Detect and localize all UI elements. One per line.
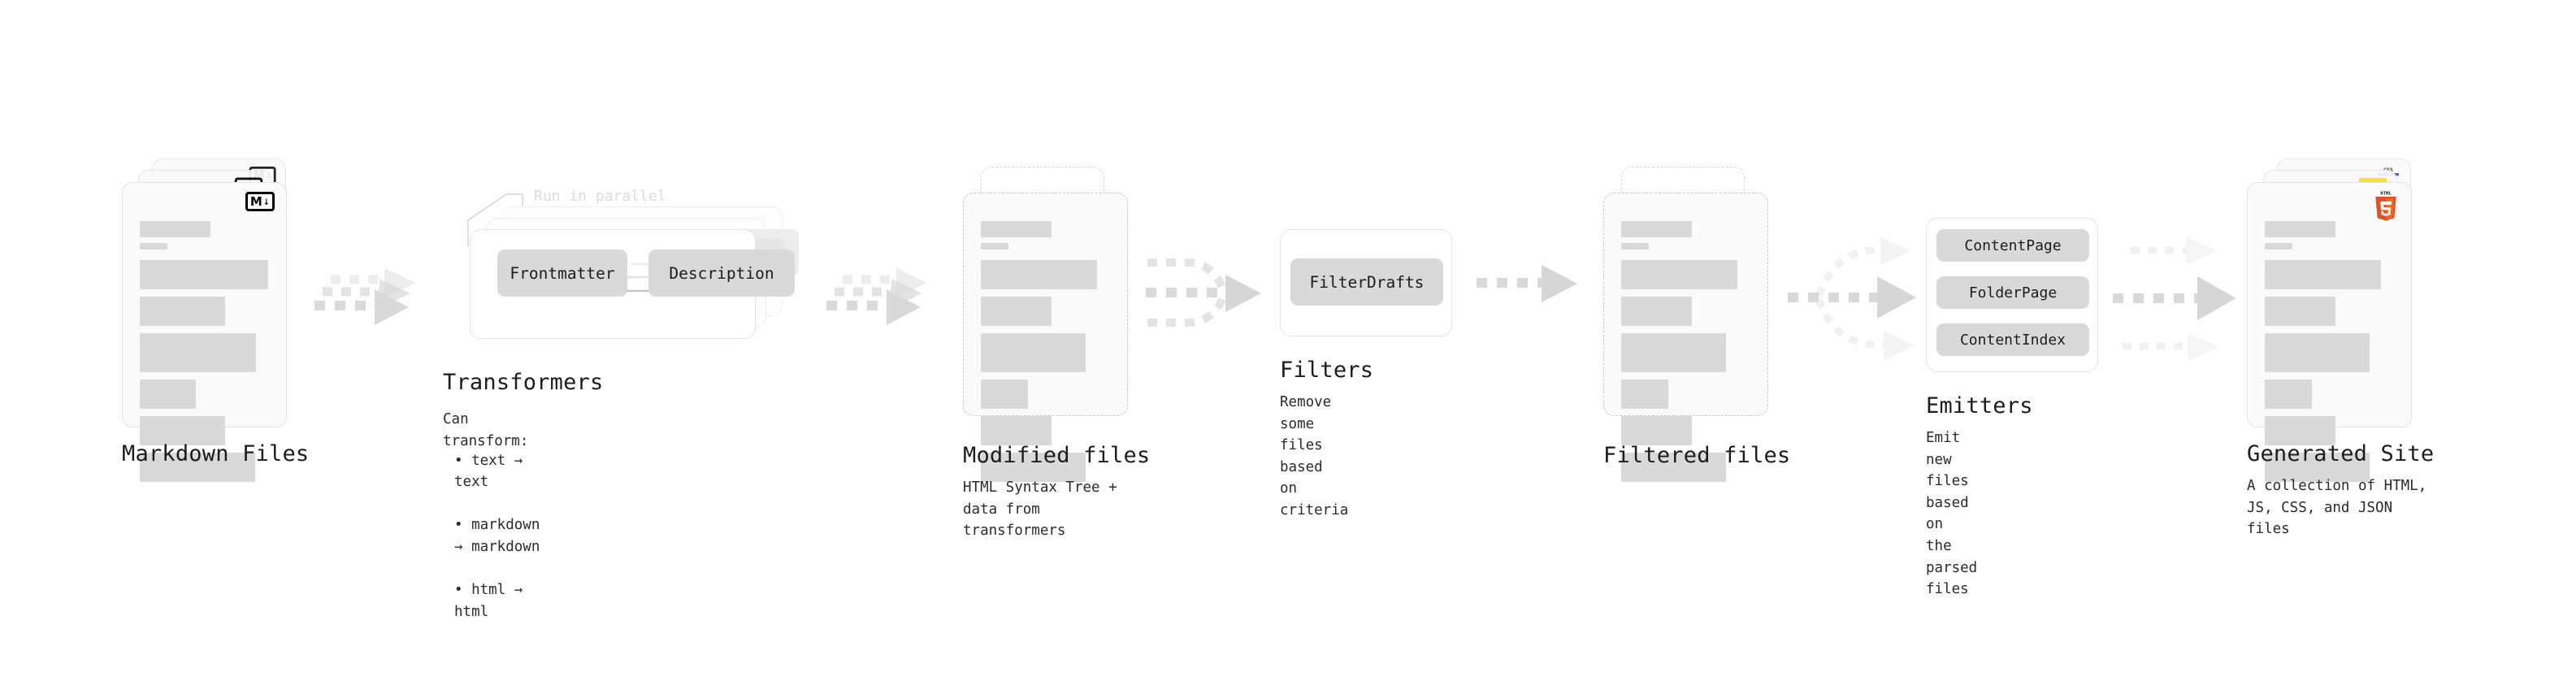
emitters-subtitle: Emit new files based on the parsed files bbox=[1926, 430, 1978, 598]
filters-subtitle: Remove some files based on criteria bbox=[1280, 394, 1349, 518]
markdown-card-front: M ↓ bbox=[122, 182, 287, 482]
stage-label-generated-site: Generated Site bbox=[2247, 441, 2435, 466]
pill-filterdrafts[interactable]: FilterDrafts bbox=[1290, 258, 1443, 306]
stage-modified-files: Modified files HTML Syntax Tree + data f… bbox=[963, 167, 1150, 539]
pill-contentindex[interactable]: ContentIndex bbox=[1936, 323, 2089, 356]
modified-files-subtitle: HTML Syntax Tree + data from transformer… bbox=[963, 479, 1117, 540]
stage-markdown-files: M ↓ M ↓ M ↓ bbox=[122, 158, 309, 482]
bullet-text: text → text bbox=[454, 452, 523, 491]
dashed-arrow-parallel bbox=[2113, 236, 2236, 362]
stage-filtered-files: Filtered files bbox=[1603, 167, 1790, 482]
bullet-dot: • bbox=[454, 582, 472, 599]
modified-file-stack bbox=[963, 167, 1134, 482]
generated-site-subtitle: A collection of HTML, JS, CSS, and JSON … bbox=[2247, 478, 2427, 538]
pill-folderpage[interactable]: FolderPage bbox=[1936, 276, 2089, 309]
markdown-content-placeholder bbox=[140, 221, 271, 489]
connector-filtered-to-emitters bbox=[1788, 237, 1916, 360]
filtered-content-placeholder bbox=[1621, 221, 1752, 489]
markdown-file-stack: M ↓ M ↓ M ↓ bbox=[122, 158, 301, 482]
bullet-text: markdown → markdown bbox=[454, 517, 540, 555]
transformers-bullet-0: • text → text bbox=[454, 428, 540, 493]
markdown-icon-arrow: ↓ bbox=[262, 195, 271, 208]
connector-filters-to-filtered bbox=[1477, 265, 1577, 302]
stage-generated-site: CSS HTML bbox=[2247, 158, 2434, 537]
generated-card-html: HTML bbox=[2247, 182, 2412, 482]
connector-transformers-to-modified bbox=[826, 268, 927, 325]
dashed-arrow-stack bbox=[826, 268, 927, 325]
html5-icon: HTML bbox=[2375, 191, 2396, 221]
bullet-dot: • bbox=[454, 517, 472, 534]
connector-emitters-to-site bbox=[2113, 236, 2236, 362]
stage-label-filters: Filters bbox=[1280, 358, 1374, 383]
run-in-parallel-label: Run in parallel bbox=[534, 188, 666, 205]
dashed-arrow-stack bbox=[314, 268, 415, 325]
generated-content-placeholder bbox=[2265, 221, 2396, 489]
stage-label-modified-files: Modified files bbox=[963, 443, 1151, 468]
connector-modified-to-filters bbox=[1146, 258, 1261, 327]
dashed-fan-in bbox=[1146, 258, 1261, 327]
pill-description[interactable]: Description bbox=[648, 249, 795, 297]
bullet-text: html → html bbox=[454, 582, 523, 620]
filtered-card-front bbox=[1603, 193, 1768, 482]
pill-contentpage[interactable]: ContentPage bbox=[1936, 229, 2089, 262]
transformers-bullet-2: • html → html bbox=[454, 558, 540, 623]
markdown-icon-letter: M bbox=[249, 193, 262, 209]
stage-label-emitters: Emitters bbox=[1926, 393, 2033, 419]
stage-label-transformers: Transformers bbox=[443, 370, 604, 395]
bullet-dot: • bbox=[454, 452, 472, 469]
transformers-subtitle: Can transform: bbox=[443, 411, 529, 449]
dashed-fan-out bbox=[1788, 237, 1916, 360]
generated-site-stack: CSS HTML bbox=[2247, 158, 2434, 482]
stage-label-markdown-files: Markdown Files bbox=[122, 441, 310, 466]
html5-icon-text: HTML bbox=[2380, 191, 2392, 196]
pill-frontmatter[interactable]: Frontmatter bbox=[497, 249, 627, 297]
connector-md-to-transformers bbox=[314, 268, 415, 325]
modified-card-front bbox=[963, 193, 1128, 482]
modified-content-placeholder bbox=[981, 221, 1112, 489]
transformers-bullet-1: • markdown → markdown bbox=[454, 493, 540, 558]
filtered-file-stack bbox=[1603, 167, 1774, 482]
transformers-bullet-list: • text → text • markdown → markdown • ht… bbox=[454, 428, 540, 622]
dashed-arrow bbox=[1477, 265, 1577, 302]
stage-label-filtered-files: Filtered files bbox=[1603, 443, 1791, 468]
markdown-icon: M ↓ bbox=[245, 192, 275, 211]
